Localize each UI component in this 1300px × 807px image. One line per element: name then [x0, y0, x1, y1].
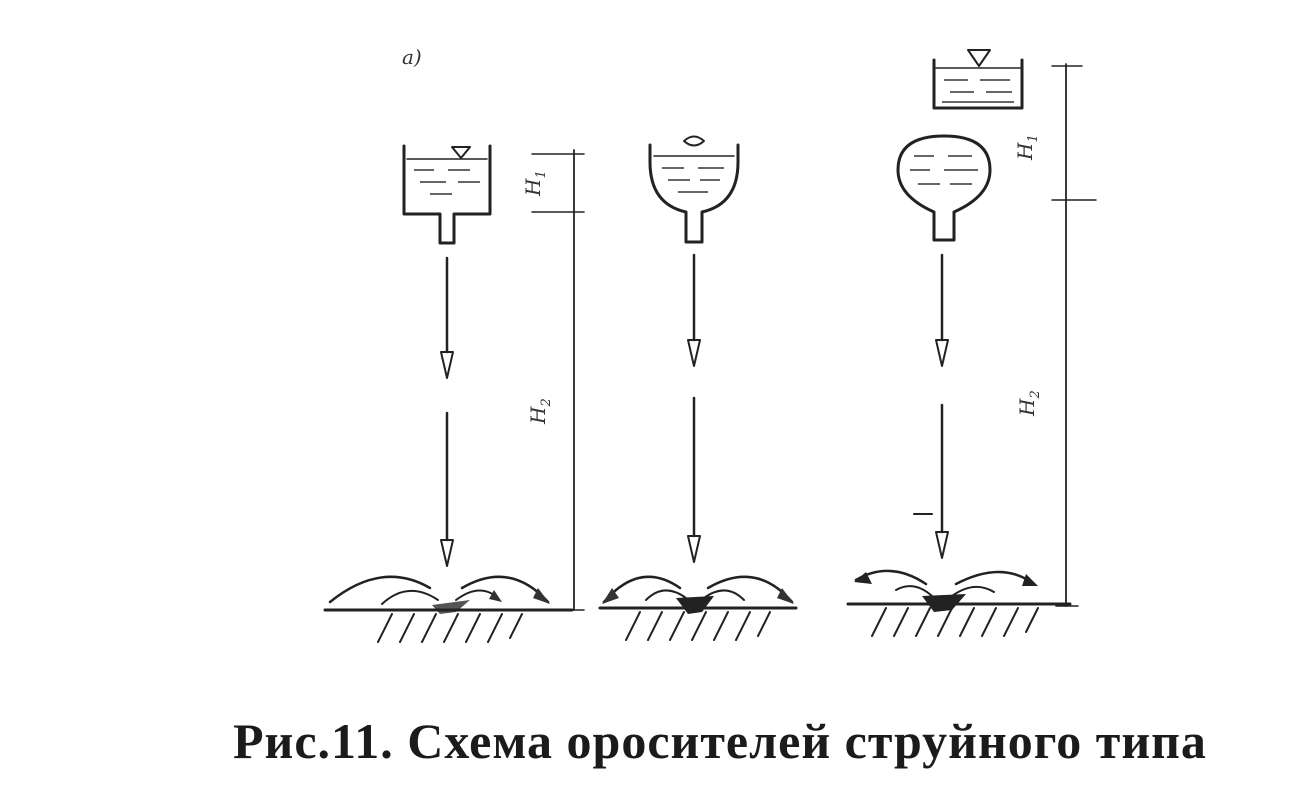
impact-point [676, 596, 714, 614]
tank-bowl [648, 143, 740, 244]
upper-reservoir [932, 58, 1024, 110]
water-hatching [910, 155, 978, 185]
spray-arc-left-inner [895, 585, 933, 597]
spray-arc-left-inner [645, 589, 687, 601]
spray-arc-left-inner [381, 589, 439, 605]
spray-arc-right-outer [954, 570, 1036, 586]
water-hatching [662, 167, 724, 193]
jet-arrow-lower [935, 531, 949, 559]
sprinkler-1: H1 H2 [323, 144, 585, 643]
water-hatching [942, 79, 1014, 103]
ground-hatching [871, 607, 1039, 637]
spray-arrowhead [602, 588, 619, 604]
water-level-triangle [967, 49, 991, 67]
sprinkler-3: H1 H2 [846, 49, 1097, 637]
spray-arc-right-inner [951, 585, 995, 597]
label-h1: H1 [521, 170, 549, 197]
impact-point [432, 600, 470, 614]
water-level-triangle [451, 146, 471, 159]
spray-arrowhead [533, 588, 550, 604]
spray-arrowhead [777, 588, 794, 604]
spray-arc-left-outer [328, 575, 432, 604]
jet-arrow-upper [687, 339, 701, 367]
label-h1-right: H1 [1013, 134, 1041, 161]
ground-hatching [625, 611, 771, 641]
label-h2-right: H2 [1015, 390, 1043, 417]
tank-rectangular [402, 144, 492, 245]
jet-arrow-lower [440, 539, 454, 567]
label-h2: H2 [526, 398, 554, 425]
jet-arrow-upper [935, 339, 949, 367]
ground-hatching [377, 613, 523, 643]
spray-arrowhead [1022, 574, 1038, 586]
jet-arrow-upper [440, 351, 454, 379]
panel-label: a) [402, 45, 422, 69]
spray-arrowhead [489, 590, 502, 602]
tank-sphere [896, 134, 992, 242]
figure-caption: Рис.11. Схема оросителей струйного типа [233, 713, 1207, 769]
water-level-mark [683, 135, 705, 147]
water-hatching [414, 169, 480, 195]
spray-arrowhead [854, 572, 872, 584]
spray-arc-right-inner [703, 589, 745, 601]
sprinkler-2 [598, 135, 798, 641]
jet-arrow-lower [687, 535, 701, 563]
